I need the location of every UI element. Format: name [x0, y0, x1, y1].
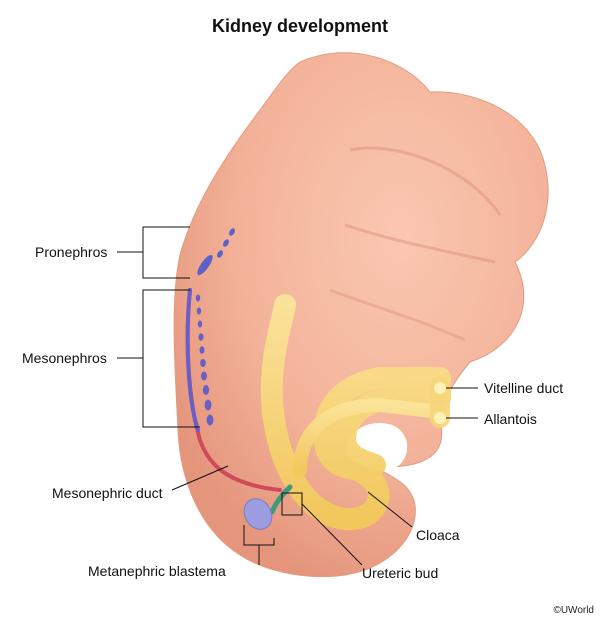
label-pronephros: Pronephros: [35, 244, 108, 260]
leader-lines: [117, 226, 478, 566]
pronephros-tubules: [197, 228, 235, 276]
label-vitelline-duct: Vitelline duct: [484, 380, 564, 396]
copyright: ©UWorld: [553, 605, 594, 616]
label-mesonephros: Mesonephros: [22, 350, 107, 366]
allantois-end: [434, 412, 446, 424]
diagram-title: Kidney development: [211, 16, 389, 36]
label-cloaca: Cloaca: [416, 527, 460, 543]
embryo-body: [173, 52, 549, 578]
label-metanephric-blastema: Metanephric blastema: [88, 563, 226, 579]
ureteric-bud: [269, 484, 293, 515]
label-allantois: Allantois: [484, 411, 537, 427]
metanephric-blastema: [243, 498, 273, 530]
label-ureteric-bud: Ureteric bud: [362, 565, 439, 581]
vitelline-duct-end: [434, 382, 446, 394]
label-mesonephric-duct: Mesonephric duct: [52, 485, 163, 501]
mesonephros-tubules: [195, 294, 214, 426]
